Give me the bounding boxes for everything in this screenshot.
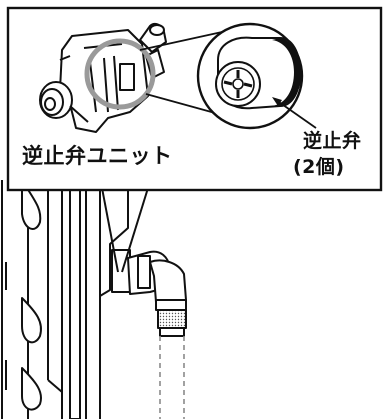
callout-pointer (101, 187, 149, 273)
label-leader (272, 97, 317, 129)
check-valve-label: 逆止弁 (303, 130, 362, 152)
check-valve-zoom (196, 22, 304, 130)
valve-body-lower (99, 185, 187, 337)
check-valve-unit-drawing (39, 23, 167, 133)
check-valve-count-label: (2個) (293, 156, 345, 178)
highlight-circle (84, 38, 156, 110)
wall-bracket (1, 179, 101, 419)
hose-outline-dashed (159, 336, 185, 419)
check-valve-unit-label: 逆止弁ユニット (22, 144, 173, 168)
